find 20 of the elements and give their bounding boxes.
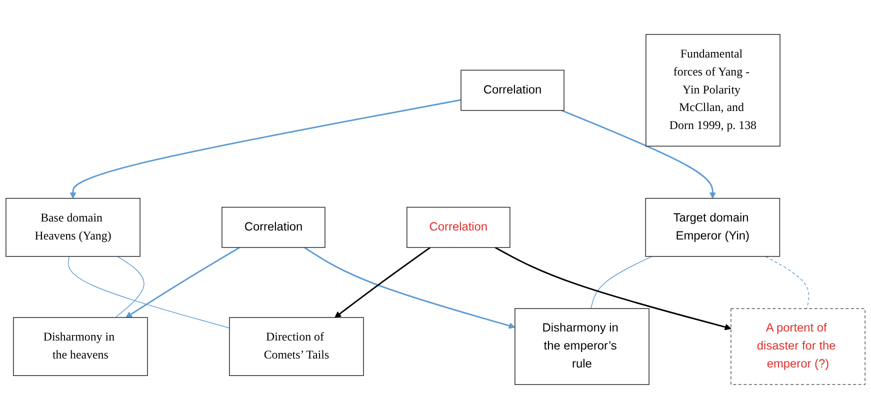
node-box: A portent of disaster for the emperor (?) [730,308,866,385]
connector [68,256,230,328]
arrow [561,110,716,199]
connector [590,256,652,309]
node-box: Fundamental forces of Yang - Yin Polarity McCllan, and Dorn 1999, p. 138 [646,34,780,147]
arrow [304,246,516,329]
arrow [334,246,431,318]
connector [115,256,144,318]
arrow [70,99,462,199]
node-box: Correlation [460,70,564,111]
connector [765,256,810,309]
node-box: Target domain Emperor (Yin) [645,198,780,257]
node-box: Disharmony in the emperor’s rule [514,308,650,385]
arrow [494,246,732,330]
node-box: Base domain Heavens (Yang) [6,198,140,257]
node-box: Disharmony in the heavens [13,317,148,376]
node-box: Correlation [222,206,326,248]
arrow [126,246,240,318]
node-box: Correlation [406,206,510,248]
node-box: Direction of Comets’ Tails [229,317,364,376]
